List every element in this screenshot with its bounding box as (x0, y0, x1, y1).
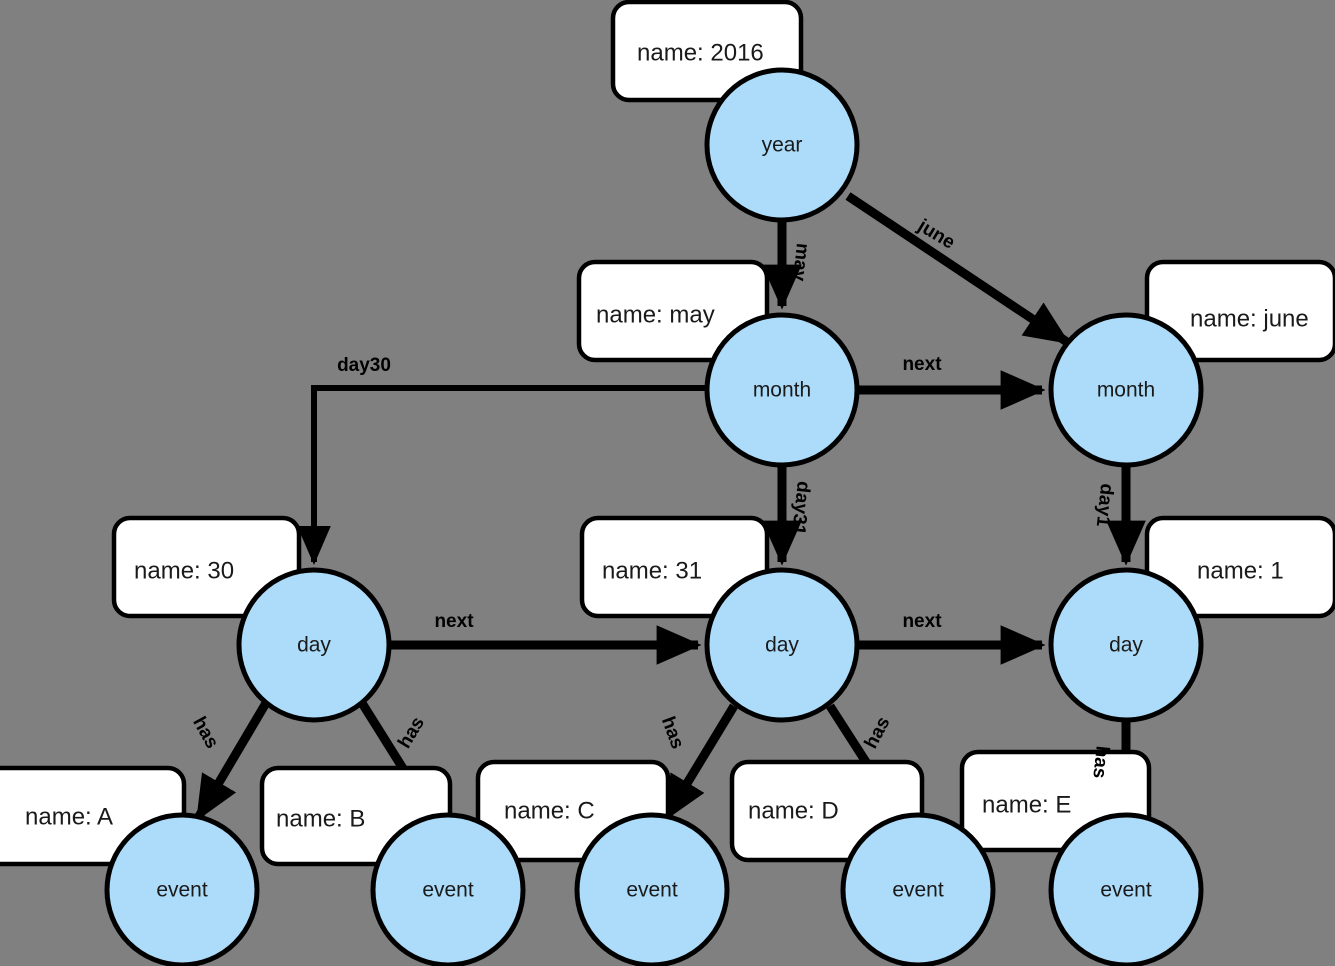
property-box-monthJune: name: june (1144, 259, 1335, 363)
property-box-text: name: 1 (1197, 557, 1284, 584)
node-label: year (762, 134, 803, 157)
property-box-shape (111, 515, 302, 619)
property-box-text: name: june (1190, 305, 1309, 332)
property-box-text: name: 31 (602, 557, 702, 584)
edge-path (297, 385, 707, 565)
node-monthMay[interactable]: month (704, 312, 860, 468)
node-label: event (422, 879, 474, 902)
node-circle[interactable] (236, 567, 392, 723)
node-label: event (626, 879, 678, 902)
edge-e-june (845, 192, 1070, 346)
node-circle[interactable] (574, 812, 730, 966)
node-circle[interactable] (840, 812, 996, 966)
nodes-layer: year month month day day day event event event ev… (104, 67, 1204, 966)
node-monthJune[interactable]: month (1048, 312, 1204, 468)
edge-label-e-has-e: has (1088, 745, 1112, 780)
edge-path (662, 703, 738, 822)
node-circle[interactable] (370, 812, 526, 966)
node-eventD[interactable]: event (840, 812, 996, 966)
node-eventC[interactable]: event (574, 812, 730, 966)
edge-e-has-a (194, 700, 270, 822)
property-box-day1: name: 1 (1144, 515, 1335, 619)
property-box-monthMay: name: may (576, 259, 770, 363)
node-circle[interactable] (704, 67, 860, 223)
edge-path (845, 192, 1070, 346)
property-box-text: name: E (982, 791, 1071, 818)
property-box-text: name: B (276, 805, 365, 832)
node-day30[interactable]: day (236, 567, 392, 723)
node-label: day (765, 634, 799, 657)
node-day1[interactable]: day (1048, 567, 1204, 723)
property-box-text: name: A (25, 803, 113, 830)
edge-label-e-next-day-2: next (902, 611, 942, 632)
property-box-text: name: 30 (134, 557, 234, 584)
node-circle[interactable] (104, 812, 260, 966)
node-label: event (156, 879, 208, 902)
edge-e-has-c (662, 703, 738, 822)
edge-label-e-next-month: next (902, 354, 942, 375)
property-box-text: name: D (748, 797, 839, 824)
edge-e-day30 (297, 385, 707, 565)
property-box-text: name: C (504, 797, 595, 824)
node-eventA[interactable]: event (104, 812, 260, 966)
edge-label-e-day30: day30 (337, 355, 391, 376)
node-label: day (297, 634, 331, 657)
edge-path (194, 700, 270, 822)
property-box-day31: name: 31 (579, 515, 770, 619)
node-circle[interactable] (1048, 812, 1204, 966)
node-label: event (1100, 879, 1152, 902)
property-box-text: name: 2016 (637, 39, 764, 66)
edge-label-e-next-day-1: next (434, 611, 474, 632)
node-label: month (753, 379, 811, 402)
property-box-text: name: may (596, 301, 715, 328)
edge-label-e-may: may (788, 242, 813, 282)
node-label: event (892, 879, 944, 902)
node-circle[interactable] (704, 567, 860, 723)
node-eventE[interactable]: event (1048, 812, 1204, 966)
node-circle[interactable] (1048, 312, 1204, 468)
node-year2016[interactable]: year (704, 67, 860, 223)
node-circle[interactable] (1048, 567, 1204, 723)
node-circle[interactable] (704, 312, 860, 468)
node-label: day (1109, 634, 1143, 657)
node-label: month (1097, 379, 1155, 402)
node-eventB[interactable]: event (370, 812, 526, 966)
property-box-shape (1144, 515, 1335, 619)
edge-label-e-day1: day1 (1092, 482, 1117, 528)
property-box-day30: name: 30 (111, 515, 302, 619)
property-box-shape (579, 515, 770, 619)
node-day31[interactable]: day (704, 567, 860, 723)
property-box-shape (576, 259, 770, 363)
property-box-shape (1144, 259, 1335, 363)
